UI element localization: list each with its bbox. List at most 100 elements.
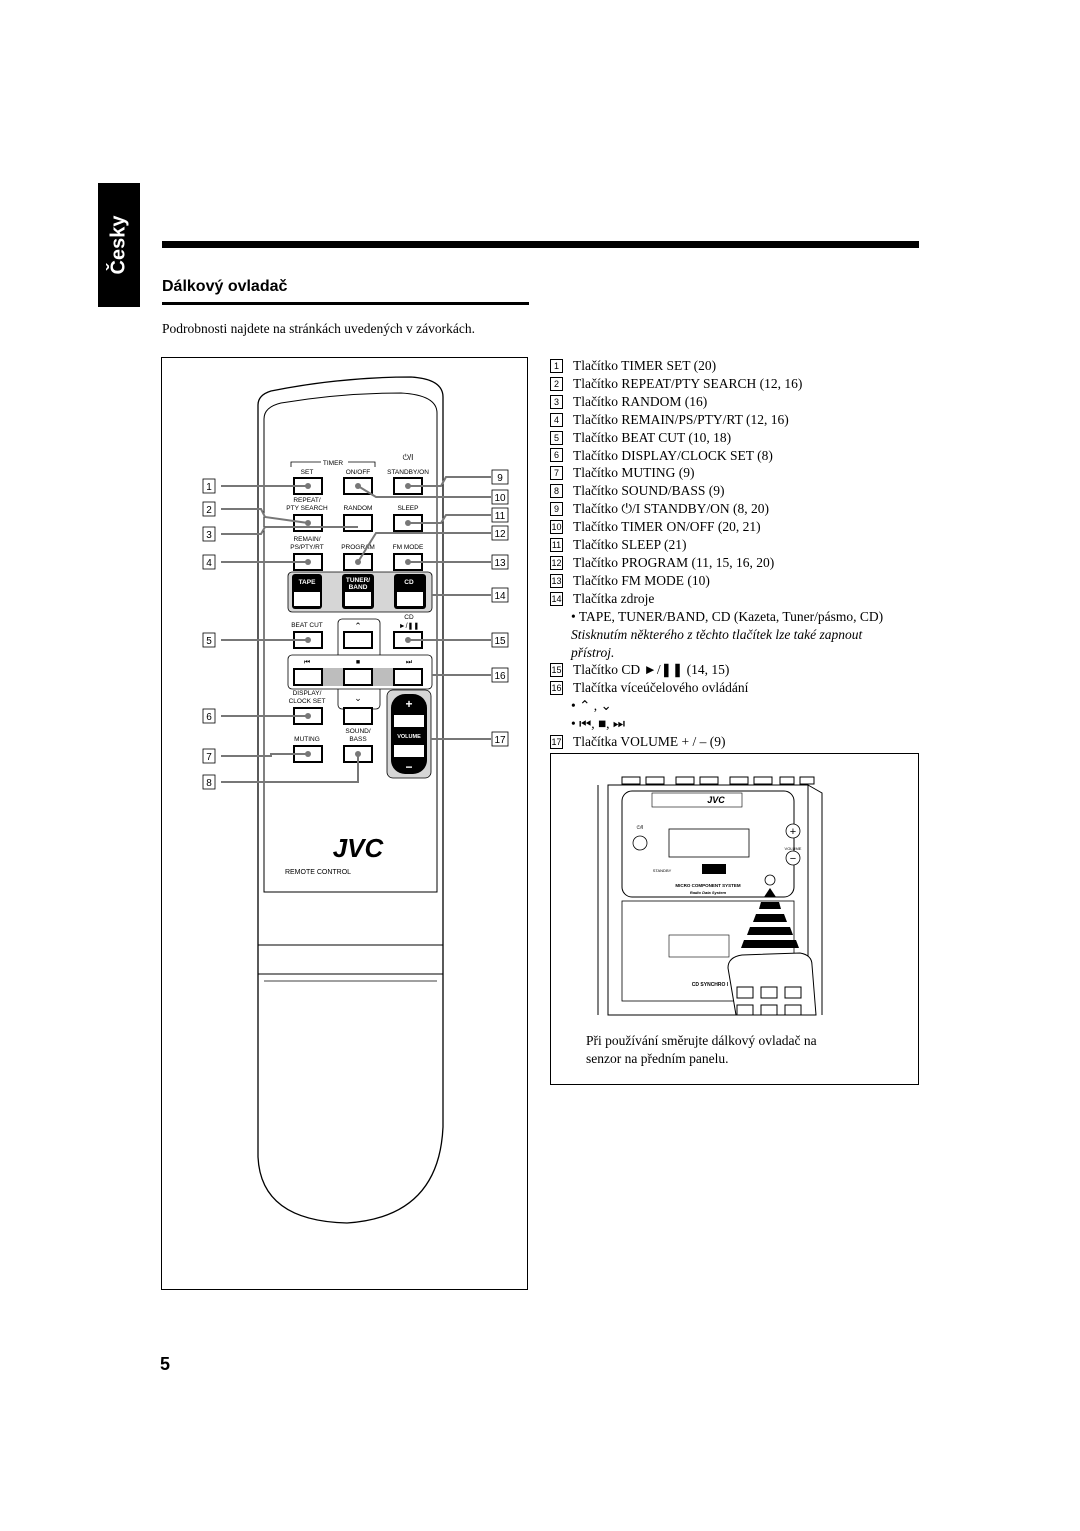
tuner-button-face: [345, 592, 371, 606]
svg-text:2: 2: [206, 505, 212, 516]
svg-text:11: 11: [495, 511, 506, 522]
label-random: RANDOM: [344, 505, 373, 512]
volume-up-face: [394, 715, 424, 727]
label-volume: VOLUME: [397, 734, 421, 740]
unit-volume-up: [785, 823, 801, 839]
volume-minus-icon: −: [405, 760, 412, 774]
svg-text:1: 1: [206, 482, 212, 493]
unit-power-symbol: ⏻/I: [637, 825, 644, 831]
remote-face: [263, 392, 438, 893]
label-tuner: TUNER/: [346, 577, 370, 584]
remote-sensor: [764, 874, 776, 886]
unit-volume-down: [785, 850, 801, 866]
right-leader-lines: [357, 476, 491, 740]
label-set: SET: [301, 469, 314, 476]
unit-side-edges: [597, 784, 823, 1015]
label-clock-set: CLOCK SET: [289, 698, 326, 705]
svg-text:14: 14: [494, 591, 506, 602]
svg-text:10: 10: [494, 493, 506, 504]
label-program: PROGRAM: [341, 544, 375, 551]
language-tab-label: Česky: [107, 215, 130, 275]
pointing-remote: [727, 952, 817, 1016]
prev-icon: ⏮: [304, 659, 310, 666]
svg-text:12: 12: [494, 529, 506, 540]
label-sleep: SLEEP: [398, 505, 419, 512]
unit-mp3-badge: [702, 864, 726, 874]
label-standby-on: STANDBY/ON: [387, 469, 429, 476]
stop-button[interactable]: [343, 668, 373, 686]
label-fm-mode: FM MODE: [393, 544, 424, 551]
unit-top-buttons: [621, 776, 815, 785]
svg-text:5: 5: [206, 636, 212, 647]
remote-brand-logo: JVC: [333, 833, 385, 863]
label-muting: MUTING: [294, 736, 320, 743]
label-display: DISPLAY/: [293, 690, 322, 697]
top-rule: [162, 241, 919, 248]
standby-symbol: ⏻/I: [403, 453, 414, 462]
label-band: BAND: [349, 584, 368, 591]
next-button[interactable]: [393, 668, 423, 686]
language-tab: Česky: [98, 183, 140, 307]
volume-plus-icon: +: [405, 697, 412, 711]
section-heading: Dálkový ovladač: [162, 278, 288, 295]
unit-sensor-illustration: JVC ⏻/I + VOLUME − STANDBY MICRO COMPONE…: [597, 776, 823, 1016]
pointing-remote-buttons: [736, 986, 802, 1016]
label-bass: BASS: [349, 736, 367, 743]
prev-button[interactable]: [293, 668, 323, 686]
label-ps-pty-rt: PS/PTY/RT: [290, 544, 324, 551]
next-icon: ⏭: [406, 659, 413, 666]
random-button[interactable]: [343, 514, 373, 532]
right-callouts: 9 10 11 12 13 14 15 16 17: [491, 469, 509, 747]
caption-line-2: senzor na předním panelu.: [586, 1051, 729, 1066]
up-button[interactable]: [343, 631, 373, 649]
label-remote-control: REMOTE CONTROL: [285, 869, 351, 876]
up-chevron-icon: ⌃: [354, 621, 362, 631]
left-callouts: 1 2 3 4 5 6 7 8: [202, 478, 216, 790]
unit-cassette-window: [651, 792, 743, 808]
sensor-figure-frame: [550, 753, 919, 1085]
sensor-caption: Při používání směrujte dálkový ovladač n…: [586, 1032, 886, 1068]
source-buttons-note-1: Stisknutím některého z těchto tlačítek l…: [571, 626, 863, 642]
label-cd: CD: [404, 579, 414, 586]
unit-system-label: MICRO COMPONENT SYSTEM: [675, 883, 741, 888]
label-on-off: ON/OFF: [346, 469, 371, 476]
timer-bracket-right: [348, 461, 376, 467]
unit-display: [668, 828, 750, 858]
unit-volume-plus-icon: +: [790, 826, 796, 838]
remote-body: [257, 376, 444, 1224]
source-buttons-detail: • TAPE, TUNER/BAND, CD (Kazeta, Tuner/pá…: [571, 608, 884, 624]
tape-button-face: [294, 592, 320, 606]
remote-figure-frame: [161, 357, 528, 1290]
label-sound: SOUND/: [345, 728, 370, 735]
svg-text:6: 6: [206, 712, 212, 723]
unit-volume-minus-icon: −: [790, 853, 796, 865]
svg-text:16: 16: [494, 671, 506, 682]
intro-text: Podrobnosti najdete na stránkách uvedený…: [162, 321, 476, 336]
caption-line-1: Při používání směrujte dálkový ovladač n…: [586, 1033, 817, 1048]
svg-text:3: 3: [206, 530, 212, 541]
svg-text:4: 4: [206, 558, 212, 569]
timer-bracket-left: [290, 461, 321, 467]
down-button[interactable]: [343, 707, 373, 725]
remote-control-illustration: TIMER ⏻/I SET ON/OFF STANDBY/ON REPEAT/ …: [202, 376, 509, 1224]
unit-standby-label: STANDBY: [653, 868, 672, 873]
unit-cd-window: [668, 934, 730, 958]
volume-down-face: [394, 745, 424, 757]
unit-cd-synchro-label: CD SYNCHRO I: [692, 982, 729, 988]
svg-text:7: 7: [206, 752, 212, 763]
unit-brand-logo: JVC: [707, 795, 725, 805]
multi-control-detail-2: • ⏮, ■, ⏭: [571, 716, 626, 732]
timer-label: TIMER: [323, 460, 344, 467]
